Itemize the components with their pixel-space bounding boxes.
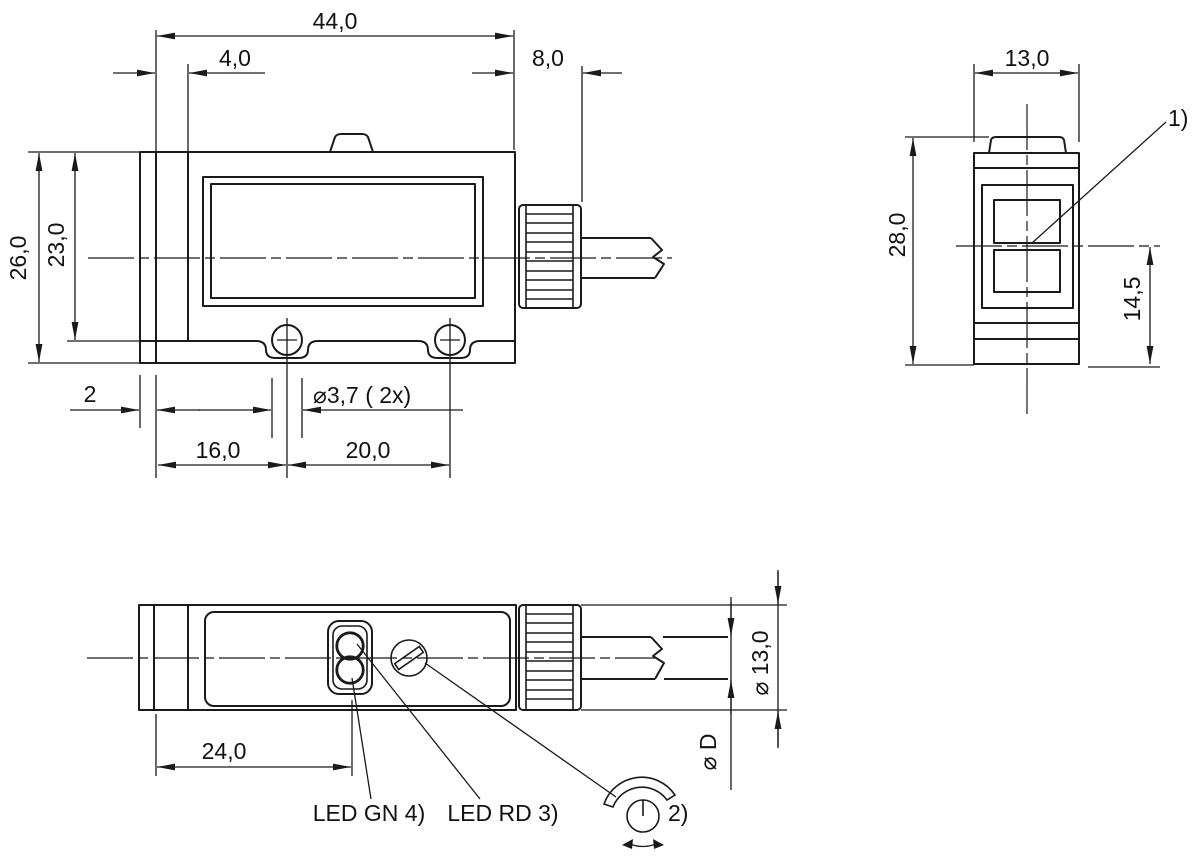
rotation-adjust-symbol	[602, 776, 677, 849]
label-length-total: 44,0	[313, 8, 358, 34]
turn-arrow-icon	[629, 843, 657, 848]
leader-led-red	[356, 643, 481, 800]
label-cable-dia: ⌀ D	[695, 734, 721, 771]
led-green-indicator	[335, 655, 365, 685]
side-view: 44,0 4,0 8,0 26,0 23,0 2 ⌀3,7 ( 2x) 16,0…	[5, 8, 672, 478]
label-front-width: 13,0	[1005, 45, 1050, 71]
rotate-arc-icon	[602, 776, 677, 808]
side-window-inner	[210, 183, 476, 299]
top-nut-knurling	[526, 613, 573, 700]
potentiometer	[390, 639, 428, 677]
led-red-indicator	[335, 631, 365, 661]
label-groove: 4,0	[219, 45, 251, 71]
side-mounting-flange-profile	[140, 340, 515, 359]
label-hole-offset: 16,0	[196, 437, 241, 463]
top-cover-panel	[204, 611, 511, 707]
front-view: 13,0 28,0 14,5 1)	[884, 45, 1188, 418]
label-led-pos: 24,0	[202, 738, 247, 764]
top-view: 24,0 ⌀ 13,0 ⌀ D LED GN 4) LED RD 3) 2)	[87, 570, 787, 849]
front-optic-window-lower	[993, 249, 1061, 293]
label-led-red: LED RD 3)	[447, 800, 558, 826]
side-knurled-nut	[518, 204, 582, 309]
label-axis-height: 14,5	[1119, 277, 1145, 322]
leader-potentiometer	[424, 662, 617, 798]
leader-optical-axis	[1031, 121, 1167, 244]
label-hole-dia: ⌀3,7 ( 2x)	[313, 382, 411, 408]
label-nut-dia: ⌀ 13,0	[747, 630, 773, 695]
front-optics-frame	[981, 184, 1074, 309]
led-window-outer	[327, 620, 373, 695]
side-body-outline	[139, 151, 516, 364]
top-knurled-nut	[518, 604, 582, 711]
front-optic-window-upper	[993, 199, 1061, 244]
side-window-outer	[202, 176, 484, 307]
label-note-2: 2)	[668, 800, 688, 826]
top-cable-break	[650, 636, 665, 680]
label-note-1: 1)	[1168, 105, 1188, 131]
label-nut-length: 8,0	[532, 45, 564, 71]
label-led-green: LED GN 4)	[313, 800, 425, 826]
label-lip: 2	[84, 381, 97, 407]
label-front-height: 28,0	[884, 213, 910, 258]
label-hole-pitch: 20,0	[346, 437, 391, 463]
front-body-outline	[973, 152, 1080, 365]
potentiometer-slot	[393, 645, 425, 671]
leader-led-green	[351, 677, 372, 800]
label-height-body: 23,0	[43, 223, 69, 268]
side-top-plug	[329, 133, 374, 153]
side-nut-knurling	[526, 213, 573, 300]
label-height-total: 26,0	[5, 236, 31, 281]
side-cable-break	[650, 237, 665, 279]
front-top-plug	[988, 136, 1067, 154]
top-body-outline	[138, 604, 517, 711]
